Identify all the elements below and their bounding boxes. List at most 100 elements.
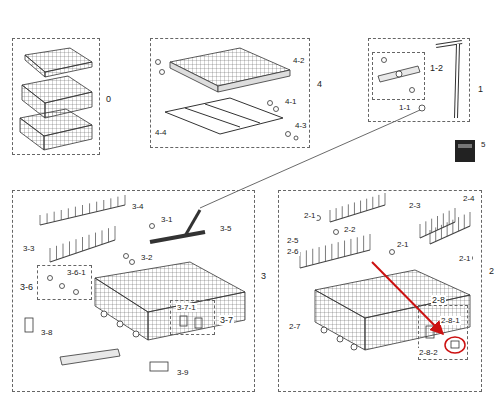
small-part	[60, 284, 65, 289]
tine-rack	[300, 250, 370, 268]
callout-number: 2-3	[408, 201, 422, 210]
spray-arm	[396, 71, 402, 77]
callout-number: 3-2	[140, 253, 154, 262]
tine	[96, 202, 97, 212]
tine	[350, 239, 351, 255]
tine	[420, 224, 421, 238]
callout-number: 1-2	[429, 63, 444, 73]
assembled-racks	[22, 85, 45, 118]
tine	[430, 230, 431, 244]
supply-tube	[419, 42, 462, 118]
callout-number: 4	[316, 79, 323, 89]
callout-number: 2-8	[431, 295, 446, 305]
tine	[464, 215, 465, 229]
callout-number: 3	[260, 271, 267, 281]
red-pointer	[372, 262, 443, 334]
callout-number: 1-1	[398, 103, 412, 112]
upper-tray	[218, 70, 290, 92]
tine	[378, 195, 379, 207]
tine	[342, 206, 343, 218]
tine-rack	[40, 193, 470, 268]
small-part	[124, 254, 129, 259]
tine-rack	[430, 226, 470, 244]
tray-frame	[185, 104, 260, 127]
tine	[115, 226, 116, 240]
tine	[458, 217, 459, 231]
assembled-racks	[20, 48, 92, 150]
callout-number: 3-7-1	[176, 303, 197, 312]
tine	[76, 239, 77, 253]
callout-number: 2-8-1	[440, 316, 461, 325]
upper-tray	[170, 62, 218, 92]
callout-number: 2-8-2	[418, 348, 439, 357]
upper-tray	[170, 48, 290, 92]
assembled-racks	[45, 62, 92, 77]
tine	[95, 233, 96, 247]
tine	[300, 252, 301, 268]
small-part	[334, 230, 339, 235]
tine	[348, 204, 349, 216]
group-box: 0	[12, 38, 100, 155]
tine	[117, 197, 118, 207]
tine	[82, 205, 83, 215]
callout-number: 3-9	[176, 368, 190, 377]
tine	[82, 237, 83, 251]
basket-handle	[60, 349, 120, 365]
supply-tube	[456, 44, 458, 118]
tine	[431, 219, 432, 233]
tine	[319, 247, 320, 263]
callout-number: 2-5	[286, 236, 300, 245]
callout-number: 3-7	[219, 315, 234, 325]
small-part	[25, 318, 33, 332]
tine	[385, 193, 386, 205]
highlighted-part	[445, 337, 465, 353]
tine	[69, 241, 70, 255]
tine	[61, 210, 62, 220]
tine	[89, 235, 90, 249]
callout-number: 2-1	[458, 254, 472, 263]
tine-rack	[330, 205, 385, 222]
tine	[108, 228, 109, 242]
tine	[50, 248, 51, 262]
tray-frame	[165, 98, 283, 134]
tine	[336, 208, 337, 220]
tine	[435, 227, 436, 241]
tine	[110, 198, 111, 208]
small-part	[468, 256, 473, 261]
basket-wheel	[101, 311, 107, 317]
tine	[470, 212, 471, 226]
tine	[372, 197, 373, 209]
small-part	[150, 224, 155, 229]
tray-frame	[165, 98, 283, 134]
spray-arm	[378, 58, 420, 93]
small-part	[156, 60, 299, 141]
detergent-part	[458, 144, 472, 148]
tine	[357, 237, 358, 253]
tine	[425, 221, 426, 235]
tine	[441, 225, 442, 239]
supply-tube	[456, 44, 458, 118]
callout-number: 0	[105, 94, 112, 104]
highlighted-part	[445, 337, 465, 353]
callout-number: 3-1	[160, 215, 174, 224]
basket-wheel	[321, 327, 327, 333]
basket-wheel	[321, 327, 357, 350]
tine-rack	[40, 205, 125, 225]
basket-wheel	[101, 311, 139, 337]
assembled-racks	[44, 125, 92, 150]
middle-basket	[365, 295, 470, 350]
detergent-part	[455, 140, 475, 162]
spray-arm	[382, 58, 387, 63]
group-box: 11-2	[368, 38, 470, 122]
callout-number: 3-6-1	[66, 268, 87, 277]
tine	[338, 242, 339, 258]
tine	[344, 241, 345, 257]
tine	[331, 244, 332, 260]
highlighted-part	[451, 341, 459, 348]
basket-wheel	[351, 344, 357, 350]
tine	[330, 210, 331, 222]
tine	[354, 202, 355, 214]
tine	[363, 236, 364, 252]
